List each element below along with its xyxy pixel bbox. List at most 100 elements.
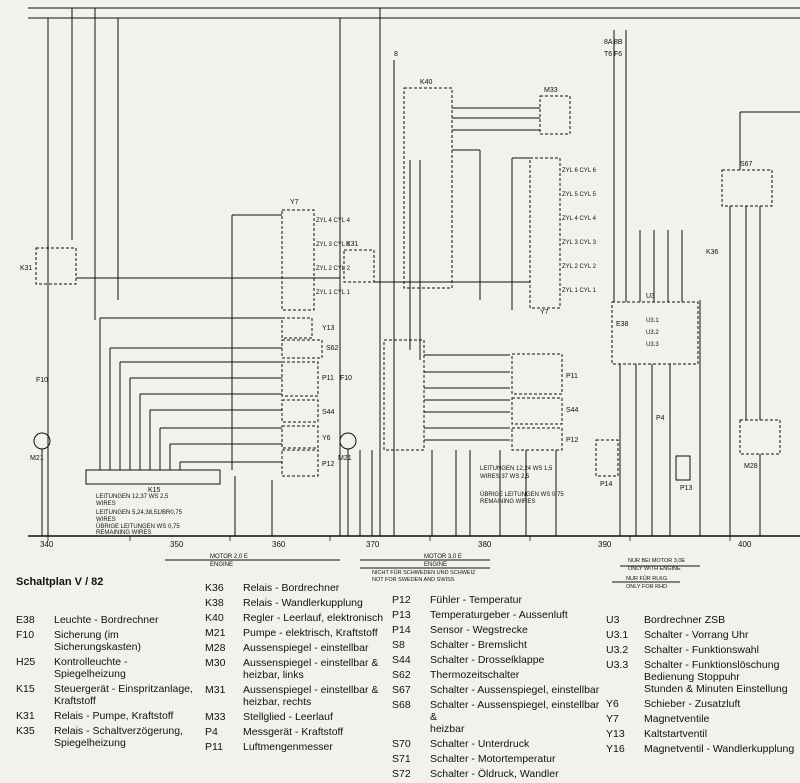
legend-desc: Schalter - Motortemperatur bbox=[430, 753, 556, 765]
legend-item: U3.1 Schalter - Vorrang Uhr bbox=[606, 629, 796, 641]
legend-desc: Schalter - Aussenspiegel, einstellbar bbox=[430, 684, 600, 696]
component-s62: S62 bbox=[326, 345, 339, 352]
legend-desc: Magnetventile bbox=[644, 713, 710, 725]
legend-desc: Messgerät - Kraftstoff bbox=[243, 726, 344, 738]
legend-desc: Aussenspiegel - einstellbar & heizbar, l… bbox=[243, 657, 379, 681]
component-m21: M21 bbox=[30, 455, 44, 462]
connector-label: 8 bbox=[394, 51, 398, 58]
legend-desc: Aussenspiegel - einstellbar & heizbar, r… bbox=[243, 684, 379, 708]
legend-desc: Luftmengenmesser bbox=[243, 741, 333, 753]
annotation: NICHT FÜR SCHWEDEN UND SCHWEIZ bbox=[372, 569, 476, 576]
legend-desc: Schalter - Vorrang Uhr bbox=[644, 629, 749, 641]
legend-code: M30 bbox=[205, 657, 226, 669]
bus-number: 370 bbox=[366, 540, 380, 549]
wire-note: ÜBRIGE LEITUNGEN WS 0,75 bbox=[96, 523, 180, 530]
legend-code: U3.2 bbox=[606, 644, 629, 656]
component-f10: F10 bbox=[36, 377, 48, 384]
connector-label: F6 bbox=[614, 51, 622, 58]
legend-code: U3 bbox=[606, 614, 620, 626]
component-k36: K36 bbox=[706, 249, 719, 256]
legend-desc: Relais - Bordrechner bbox=[243, 582, 340, 594]
legend-code: Y7 bbox=[606, 713, 619, 725]
wire-note: WIRES bbox=[96, 501, 116, 507]
component-m33: M33 bbox=[544, 87, 558, 94]
connector-label: 8A bbox=[604, 39, 613, 46]
legend-code: Y13 bbox=[606, 728, 625, 740]
component-s67: S67 bbox=[740, 161, 753, 168]
legend-code: Y6 bbox=[606, 698, 619, 710]
component-p4: P4 bbox=[656, 415, 665, 422]
component-u3: U3 bbox=[646, 293, 655, 300]
cyl-label-right: ZYL 3 CYL 3 bbox=[562, 240, 597, 246]
legend-item: M21 Pumpe - elektrisch, Kraftstoff bbox=[205, 627, 390, 639]
legend-code: S44 bbox=[392, 654, 411, 666]
connector-label: T6 bbox=[604, 51, 612, 58]
legend-desc: Schieber - Zusatzluft bbox=[644, 698, 741, 710]
component-p12-b: P12 bbox=[566, 437, 579, 444]
component-p14: P14 bbox=[600, 481, 613, 488]
annotation: MOTOR 3,0 E bbox=[424, 554, 462, 560]
wire-note: REMAINING WIRES bbox=[96, 530, 151, 536]
legend-desc: Sensor - Wegstrecke bbox=[430, 624, 528, 636]
wire-note: REMAINING WIRES bbox=[480, 499, 535, 505]
legend-code: U3.1 bbox=[606, 629, 629, 641]
legend-code: S70 bbox=[392, 738, 411, 750]
component-y7-b: Y7 bbox=[540, 309, 549, 316]
component-y6: Y6 bbox=[322, 435, 331, 442]
legend-code: M31 bbox=[205, 684, 226, 696]
bus-number: 390 bbox=[598, 540, 612, 549]
legend-code: M21 bbox=[205, 627, 226, 639]
annotation: ENGINE bbox=[210, 562, 233, 568]
legend-item: M31 Aussenspiegel - einstellbar & heizbar… bbox=[205, 684, 390, 708]
component-k15: K15 bbox=[148, 487, 161, 494]
legend-code: F10 bbox=[16, 629, 35, 641]
legend-code: S67 bbox=[392, 684, 411, 696]
component-k31-b: K31 bbox=[346, 241, 359, 248]
legend-desc: Kontrolleuchte - Spiegelheizung bbox=[54, 656, 128, 680]
legend-code: P13 bbox=[392, 609, 411, 621]
legend-code: S68 bbox=[392, 699, 411, 711]
legend-item: P11 Luftmengenmesser bbox=[205, 741, 390, 753]
cyl-label-right: ZYL 5 CYL 5 bbox=[562, 192, 597, 198]
annotation: ONLY FOR RHD bbox=[626, 584, 667, 590]
legend-desc: Pumpe - elektrisch, Kraftstoff bbox=[243, 627, 378, 639]
annotation: NOT FOR SWEDEN AND SWISS bbox=[372, 577, 455, 583]
wiring-diagram: T6 8 F6 8A 8B K31 K31 K40 K15 K36 S67 M2… bbox=[20, 7, 800, 590]
sheet-title: Schaltplan V / 82 bbox=[16, 576, 104, 588]
annotation: NUR FÜR RLKG bbox=[626, 575, 667, 582]
legend-desc: Thermozeitschalter bbox=[430, 669, 520, 681]
legend-desc: Magnetventil - Wandlerkupplung bbox=[644, 743, 795, 755]
u3-switch-label: U3.2 bbox=[646, 330, 659, 336]
cyl-label: ZYL 3 CYL 3 bbox=[316, 242, 351, 248]
legend-item: Y7 Magnetventile bbox=[606, 713, 796, 725]
legend-code: P4 bbox=[205, 726, 218, 738]
legend-code: E38 bbox=[16, 614, 35, 626]
legend-code: P12 bbox=[392, 594, 411, 606]
legend-code: S72 bbox=[392, 768, 411, 780]
legend-desc: Schalter - Unterdruck bbox=[430, 738, 530, 750]
cyl-label: ZYL 1 CYL 1 bbox=[316, 290, 351, 296]
annotation: MOTOR 2,0 E bbox=[210, 554, 248, 560]
legend-code: P11 bbox=[205, 741, 223, 753]
legend-desc: Steuergerät - Einspritzanlage, Kraftstof… bbox=[54, 683, 193, 707]
legend-desc: Schalter - Bremslicht bbox=[430, 639, 527, 651]
legend-item: Y6 Schieber - Zusatzluft bbox=[606, 698, 796, 710]
cyl-label: ZYL 4 CYL 4 bbox=[316, 218, 351, 224]
bus-number: 340 bbox=[40, 540, 54, 549]
